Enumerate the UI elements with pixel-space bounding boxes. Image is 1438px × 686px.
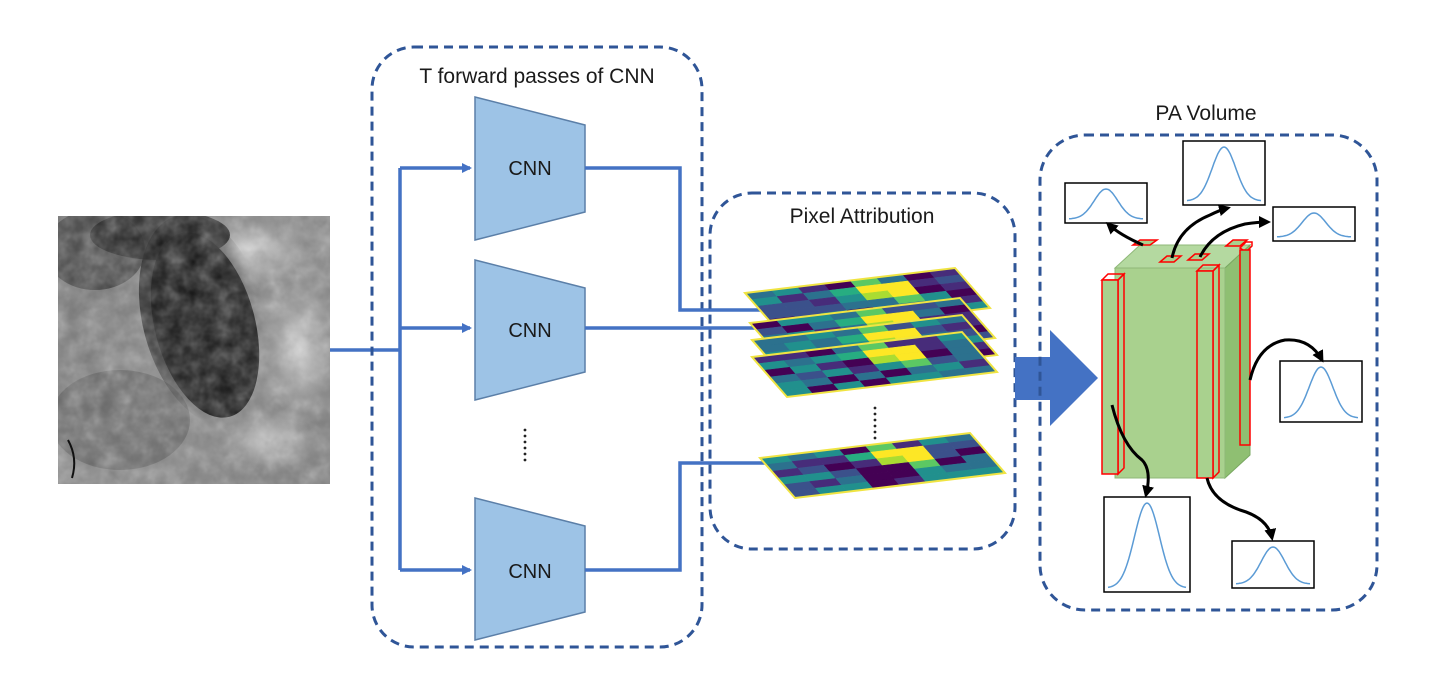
cnn-label: CNN xyxy=(508,158,551,180)
attribution-map-layer xyxy=(749,330,1000,399)
gaussian-plot xyxy=(1279,360,1363,423)
ellipsis-vertical xyxy=(523,428,527,462)
gaussian-plot xyxy=(1182,140,1266,206)
gaussian-plot xyxy=(1231,540,1315,589)
gaussian-plot xyxy=(1103,496,1191,593)
cnn-group-title: T forward passes of CNN xyxy=(419,65,654,88)
input-image xyxy=(58,216,330,484)
distribution-arrows xyxy=(1105,204,1324,541)
ellipsis-vertical xyxy=(873,406,877,440)
cnn-label: CNN xyxy=(508,320,551,342)
input-connectors xyxy=(330,163,472,575)
transform-arrow xyxy=(1015,330,1098,426)
cnn-block-1: CNN xyxy=(474,96,586,241)
gaussian-plot xyxy=(1064,182,1148,224)
attribution-map-layer xyxy=(757,431,1008,500)
cnn-label: CNN xyxy=(508,561,551,583)
cnn-block-3: CNN xyxy=(474,497,586,641)
cnn-block-2: CNN xyxy=(474,259,586,401)
pixel-attribution-title: Pixel Attribution xyxy=(790,205,935,228)
pa-volume-title: PA Volume xyxy=(1155,102,1256,125)
attribution-maps xyxy=(742,266,1008,500)
distribution-plots xyxy=(1064,140,1363,593)
gaussian-plot xyxy=(1272,206,1356,242)
pa-volume-cube xyxy=(1100,239,1253,480)
pa-volume-panel: PA Volume xyxy=(1038,102,1379,612)
cnn-group-panel: T forward passes of CNN xyxy=(370,45,704,649)
